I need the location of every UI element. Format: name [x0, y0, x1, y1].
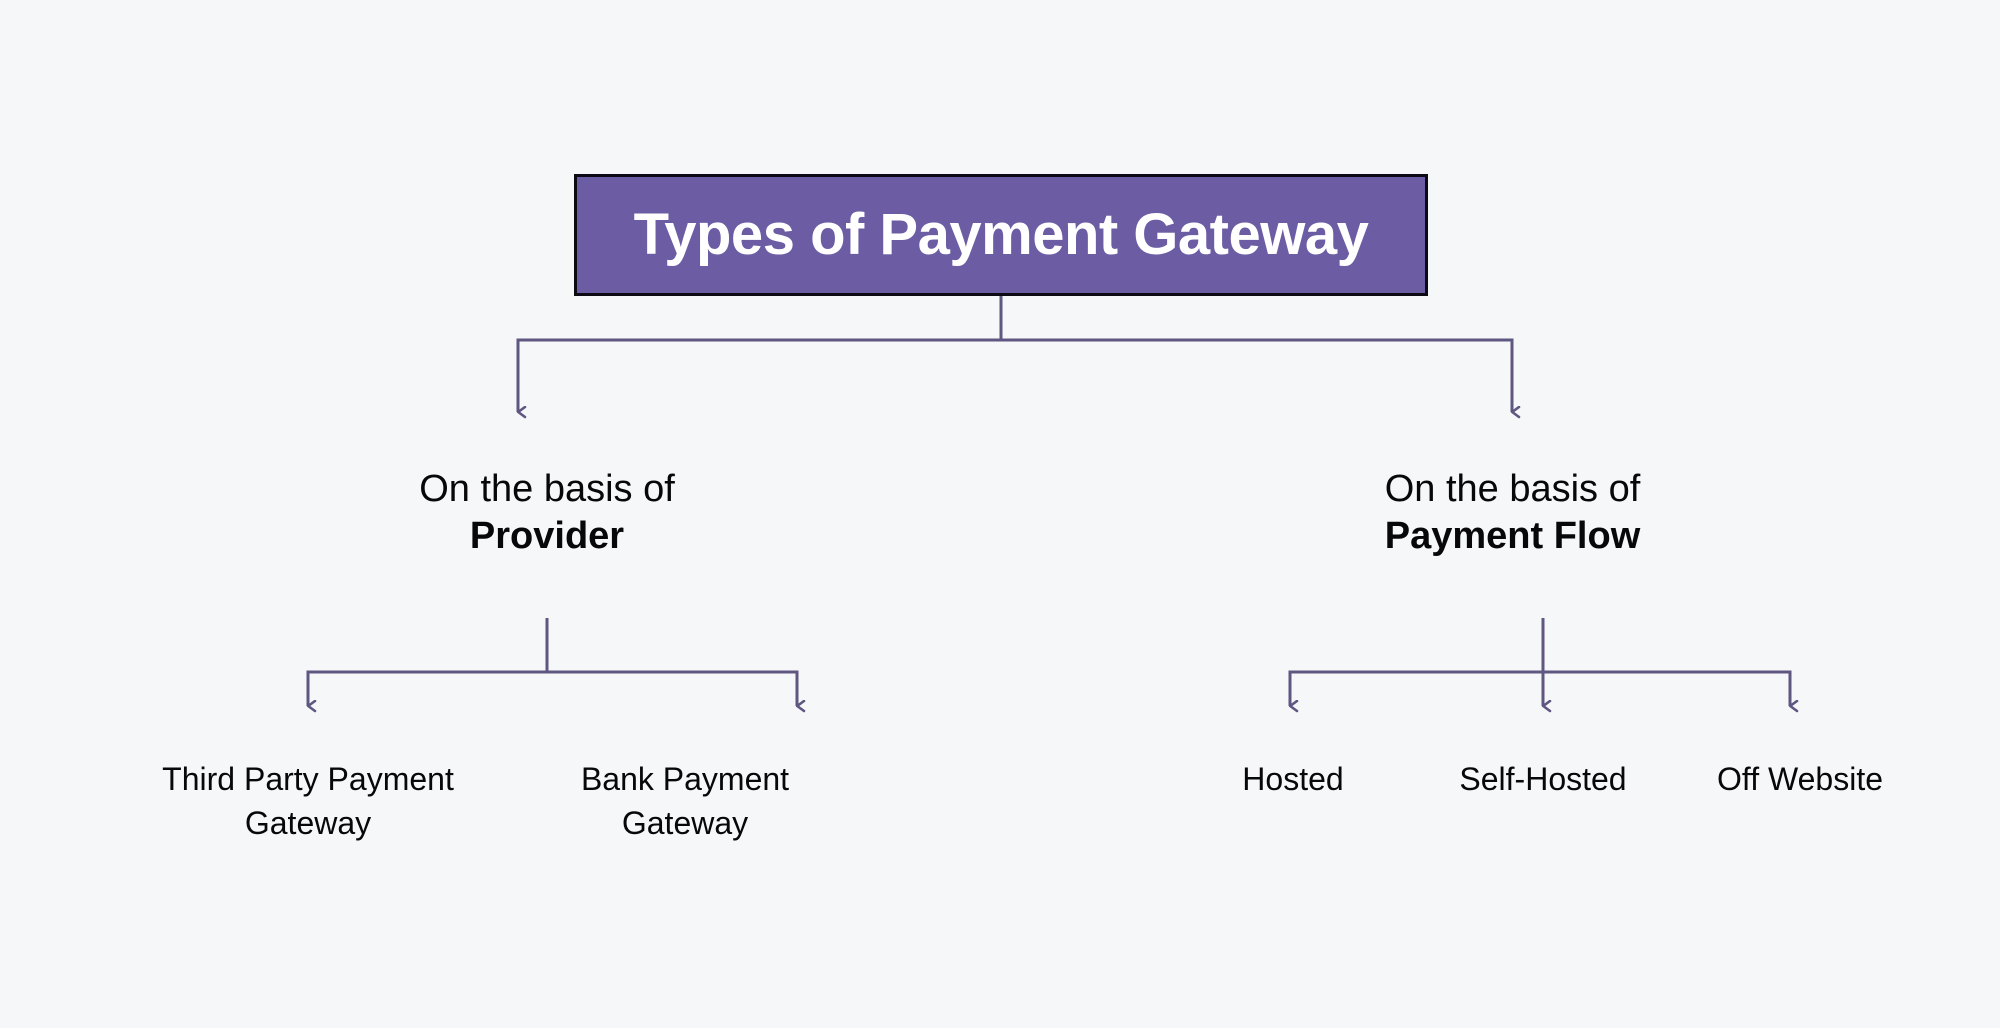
leaf-node-bank-payment-gateway[interactable]: Bank Payment Gateway [480, 758, 890, 845]
leaf-self-hosted-label: Self-Hosted [1459, 761, 1627, 797]
category-provider-name: Provider [469, 515, 625, 558]
leaf-node-hosted[interactable]: Hosted [1168, 758, 1418, 802]
category-node-provider[interactable]: On the basis of Provider [312, 466, 782, 560]
category-payment-flow-prefix: On the basis of [1384, 468, 1641, 510]
root-node-title: Types of Payment Gateway [633, 201, 1369, 267]
leaf-bank-line2: Gateway [621, 804, 749, 841]
leaf-off-website-label: Off Website [1717, 761, 1883, 797]
leaf-third-party-line2: Gateway [244, 804, 372, 841]
category-node-payment-flow[interactable]: On the basis of Payment Flow [1290, 466, 1735, 560]
leaf-node-off-website[interactable]: Off Website [1670, 758, 1930, 802]
leaf-hosted-label: Hosted [1242, 761, 1344, 797]
leaf-node-self-hosted[interactable]: Self-Hosted [1408, 758, 1678, 802]
leaf-bank-line1: Bank Payment [580, 761, 790, 797]
category-payment-flow-name: Payment Flow [1384, 515, 1641, 558]
leaf-third-party-line1: Third Party Payment [162, 761, 454, 797]
root-node-types-of-payment-gateway[interactable]: Types of Payment Gateway [574, 174, 1428, 296]
leaf-node-third-party-payment-gateway[interactable]: Third Party Payment Gateway [93, 758, 523, 845]
category-provider-prefix: On the basis of [419, 468, 675, 510]
